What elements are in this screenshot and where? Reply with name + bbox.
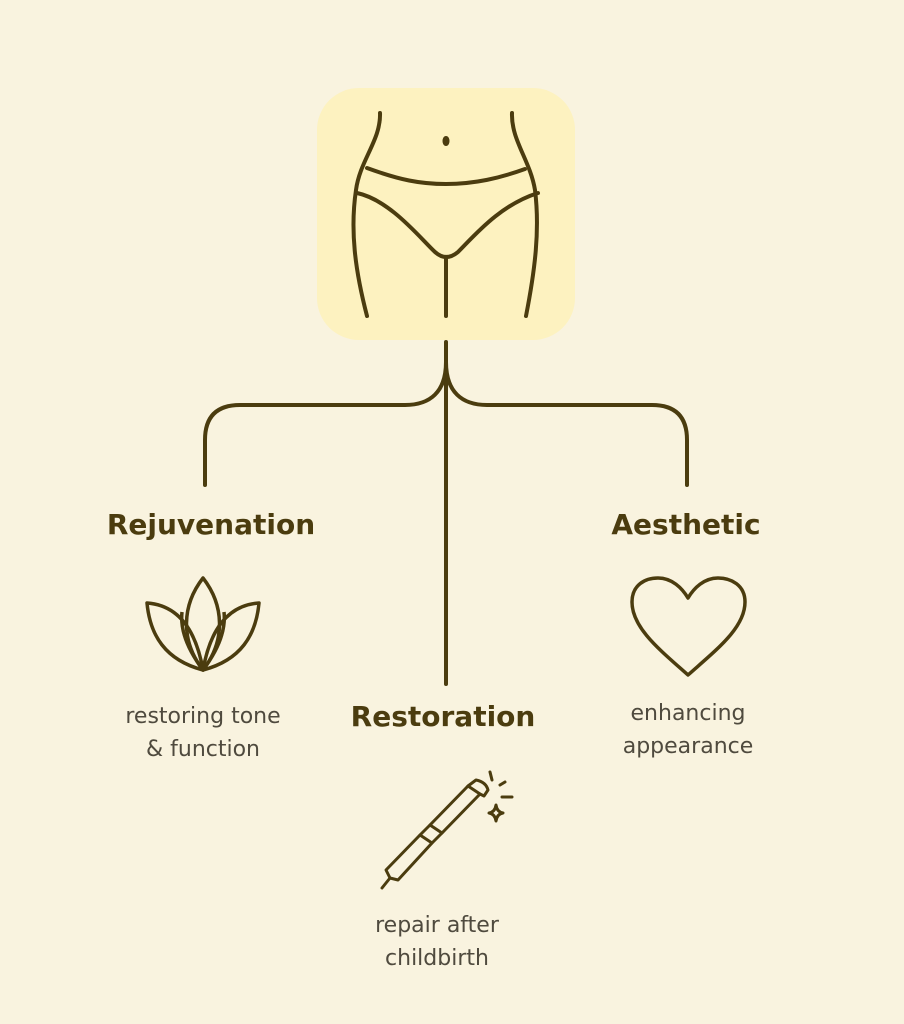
desc-line: childbirth — [385, 946, 489, 971]
branch-title-aesthetic: Aesthetic — [611, 508, 761, 541]
branch-desc-rejuvenation: restoring tone & function — [125, 700, 280, 766]
laser-pen-icon — [380, 770, 514, 890]
desc-line: & function — [145, 737, 261, 762]
branch-title-restoration: Restoration — [350, 700, 536, 733]
heart-icon — [630, 576, 747, 677]
branch-desc-restoration: repair after childbirth — [375, 909, 499, 975]
body-pelvis-icon — [351, 111, 540, 318]
desc-line: repair after — [375, 913, 499, 938]
desc-line: appearance — [622, 734, 754, 759]
lotus-icon — [145, 576, 261, 672]
connector-lines — [203, 340, 689, 686]
center-icon-box — [317, 88, 575, 340]
branch-desc-aesthetic: enhancing appearance — [623, 697, 754, 763]
branch-title-rejuvenation: Rejuvenation — [106, 508, 316, 541]
desc-line: enhancing — [630, 701, 746, 726]
desc-line: restoring tone — [125, 704, 281, 729]
